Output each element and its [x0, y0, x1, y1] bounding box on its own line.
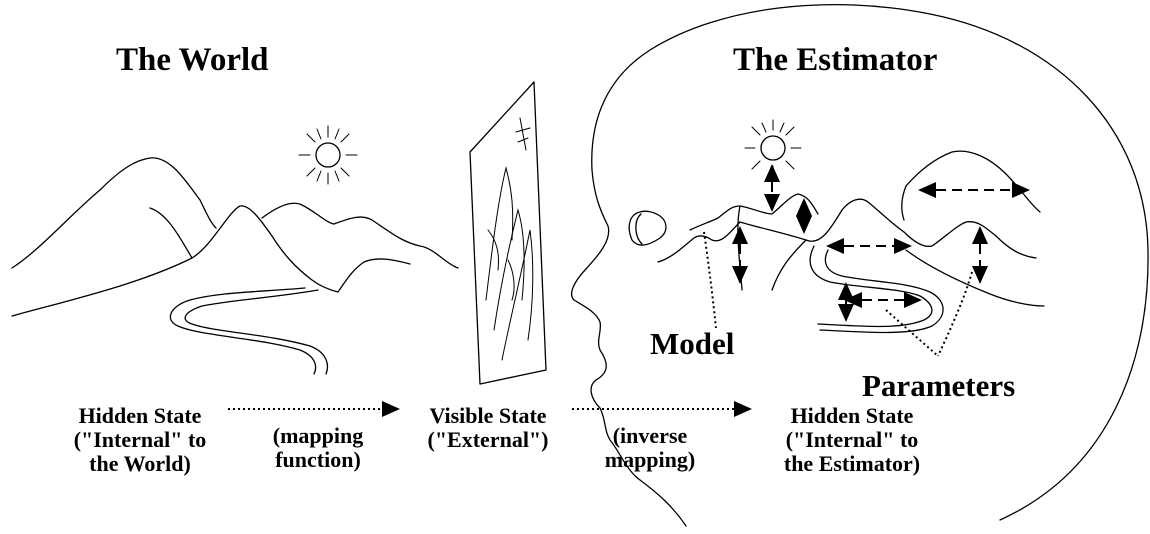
mapping-function-line-1: (mapping	[272, 423, 364, 448]
inverse-mapping-label: (inverse mapping)	[590, 424, 710, 472]
mapping-function-label: (mapping function)	[253, 424, 383, 472]
parameters-label: Parameters	[862, 368, 1016, 403]
visible-state-label: Visible State ("External")	[408, 404, 568, 452]
world-mountains	[11, 157, 459, 317]
hidden-state-estimator-label: Hidden State ("Internal" to the Estimato…	[752, 404, 952, 476]
eye-icon	[628, 210, 667, 246]
visible-state-line-2: ("External")	[427, 427, 549, 452]
inverse-mapping-line-2: mapping)	[604, 447, 696, 472]
visible-state-panel	[469, 81, 547, 385]
hidden-state-estimator-line-1: Hidden State	[790, 403, 914, 428]
visible-state-line-1: Visible State	[429, 403, 547, 428]
hidden-state-world-line-3: the World)	[89, 451, 191, 476]
world-sun-icon	[298, 125, 358, 185]
world-river	[169, 287, 329, 375]
model-label: Model	[650, 326, 735, 361]
inverse-mapping-line-1: (inverse	[612, 423, 688, 448]
hidden-state-world-label: Hidden State ("Internal" to the World)	[50, 404, 230, 476]
estimator-title: The Estimator	[733, 42, 938, 78]
model-pointer	[703, 231, 717, 329]
estimator-head-outline	[570, 4, 1149, 527]
world-title: The World	[116, 42, 269, 78]
hidden-state-estimator-line-3: the Estimator)	[783, 451, 921, 476]
estimator-mountains	[657, 150, 1045, 307]
hidden-state-world-line-2: ("Internal" to	[73, 427, 207, 452]
estimator-river	[809, 245, 944, 334]
mapping-function-line-2: function)	[275, 447, 361, 472]
hidden-state-world-line-1: Hidden State	[78, 403, 202, 428]
estimator-sun-icon	[744, 119, 802, 177]
hidden-state-estimator-line-2: ("Internal" to	[785, 427, 919, 452]
parameters-pointer	[885, 271, 973, 357]
parameter-arrows	[732, 164, 1030, 322]
